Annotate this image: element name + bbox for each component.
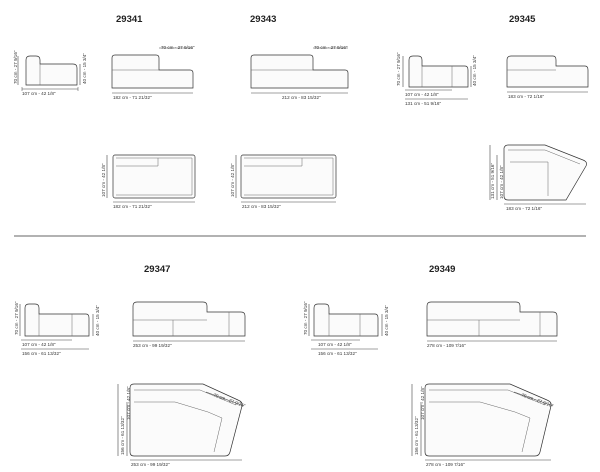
model-code: 29343: [250, 14, 276, 25]
side-view: 70 cm - 27 9/16" 40 cm - 15 3/4" 107 cm …: [396, 52, 477, 106]
armrest-label: 70 cm - 27 9/16": [314, 45, 348, 50]
seat-height-label: 40 cm - 15 3/4": [95, 305, 100, 336]
width-label: 278 cm - 109 7/16": [427, 343, 466, 348]
total-depth-label: 156 cm - 61 13/32": [22, 351, 61, 356]
backrest-outline: [429, 389, 546, 406]
sofa-plan-outline: [240, 154, 337, 199]
depth-label: 107 cm - 42 1/8": [405, 92, 439, 97]
backrest-outline: [134, 389, 237, 406]
sofa-front-silhouette: [250, 54, 349, 89]
total-depth-label: 131 cm - 51 9/16": [405, 101, 441, 106]
plan-width-label: 278 cm - 109 7/16": [426, 462, 465, 467]
seat-outline: [429, 401, 531, 453]
plan-width-label: 212 cm - 83 15/32": [242, 204, 281, 209]
height-label: 70 cm - 27 9/16": [396, 52, 401, 86]
plan-total-depth-label: 156 cm - 61 13/32": [414, 416, 419, 455]
sofa-side-silhouette: [25, 55, 78, 86]
height-label: 70 cm - 27 9/16": [13, 50, 18, 84]
plan-width-label: 182 cm - 71 21/32": [113, 204, 152, 209]
model-29345: 29345 70 cm - 27 9/16" 40 cm - 15 3/4" 1…: [396, 14, 589, 211]
model-29341: 29341 70 cm - 27 9/16" 40 cm - 15 3/4" 1…: [13, 14, 196, 209]
sofa-front-silhouette: [111, 54, 194, 89]
sofa-front-silhouette: [506, 55, 589, 88]
seat-height-label: 40 cm - 15 3/4": [384, 305, 389, 336]
model-code: 29341: [116, 14, 143, 25]
plan-armrest-dimension-line: [205, 391, 245, 407]
backrest-outline: [244, 157, 303, 167]
depth-label: 107 cm - 42 1/8": [22, 342, 56, 347]
sofa-side-silhouette: [313, 303, 379, 337]
armrest-label: 70 cm - 27 9/16": [161, 45, 195, 50]
sofa-side-silhouette: [408, 55, 469, 88]
model-code: 29345: [509, 14, 536, 25]
plan-view: 70 cm - 27 9/16" 156 cm - 61 13/32" 107 …: [117, 383, 246, 467]
seat-outline: [244, 157, 334, 196]
plan-width-label: 253 cm - 99 19/32": [131, 462, 170, 467]
width-label: 183 cm - 72 1/16": [508, 94, 544, 99]
seat-outline: [134, 401, 223, 453]
side-view: 70 cm - 27 9/16" 40 cm - 15 3/4" 107 cm …: [14, 301, 100, 356]
seat-outline: [510, 161, 549, 196]
front-view: 253 cm - 99 19/32": [132, 301, 246, 348]
sofa-plan-outline: [503, 144, 587, 201]
plan-depth-label: 107 cm - 42 1/8": [126, 386, 131, 420]
plan-view: 107 cm - 42 1/8" 182 cm - 71 21/32": [101, 154, 196, 209]
seat-height-label: 40 cm - 15 3/4": [472, 55, 477, 86]
plan-total-depth-label: 156 cm - 61 13/32": [120, 416, 125, 455]
seat-outline: [116, 157, 193, 196]
front-view: 70 cm - 27 9/16" 182 cm - 71 21/32": [111, 45, 195, 100]
depth-label: 107 cm - 42 1/8": [318, 342, 352, 347]
width-label: 253 cm - 99 19/32": [133, 343, 172, 348]
plan-depth-label: 107 cm - 42 1/8": [101, 163, 106, 197]
plan-armrest-dimension-line: [513, 391, 554, 407]
sofa-side-silhouette: [24, 303, 90, 337]
backrest-outline: [116, 157, 159, 167]
plan-total-depth-label: 131 cm - 51 9/16": [490, 163, 495, 199]
front-view: 278 cm - 109 7/16": [426, 301, 558, 348]
sofa-front-silhouette: [426, 301, 558, 337]
width-label: 182 cm - 71 21/32": [113, 95, 152, 100]
side-view: 70 cm - 27 9/16" 40 cm - 15 3/4" 107 cm …: [13, 50, 87, 96]
model-29349: 29349 70 cm - 27 9/16" 40 cm - 15 3/4" 1…: [303, 264, 558, 467]
depth-label: 107 cm - 42 1/8": [22, 91, 56, 96]
plan-depth-label: 107 cm - 42 1/8": [230, 163, 235, 197]
height-label: 70 cm - 27 9/16": [303, 301, 308, 335]
backrest-outline: [508, 149, 581, 165]
sofa-plan-outline: [129, 383, 243, 457]
plan-view: 107 cm - 42 1/8" 212 cm - 83 15/32": [230, 154, 337, 209]
width-label: 212 cm - 83 15/32": [282, 95, 321, 100]
sofa-front-silhouette: [132, 301, 246, 337]
plan-depth-label: 107 cm - 42 1/8": [499, 165, 504, 199]
seat-height-label: 40 cm - 15 3/4": [82, 53, 87, 84]
side-view: 70 cm - 27 9/16" 40 cm - 15 3/4" 107 cm …: [303, 301, 389, 356]
model-29347: 29347 70 cm - 27 9/16" 40 cm - 15 3/4" 1…: [14, 264, 246, 467]
height-label: 70 cm - 27 9/16": [14, 301, 19, 335]
model-code: 29349: [429, 264, 455, 275]
plan-view: 131 cm - 51 9/16" 107 cm - 42 1/8" 183 c…: [489, 144, 587, 211]
total-depth-label: 156 cm - 61 13/32": [318, 351, 357, 356]
model-code: 29347: [144, 264, 170, 275]
front-view: 183 cm - 72 1/16": [506, 55, 589, 99]
model-29343: 29343 70 cm - 27 9/16" 212 cm - 83 15/32…: [230, 14, 349, 209]
plan-view: 70 cm - 27 9/16" 156 cm - 61 13/32" 107 …: [411, 383, 554, 467]
plan-depth-label: 107 cm - 42 1/8": [420, 386, 425, 420]
sofa-plan-outline: [112, 154, 196, 199]
plan-width-label: 183 cm - 72 1/16": [506, 206, 542, 211]
front-view: 70 cm - 27 9/16" 212 cm - 83 15/32": [250, 45, 349, 100]
